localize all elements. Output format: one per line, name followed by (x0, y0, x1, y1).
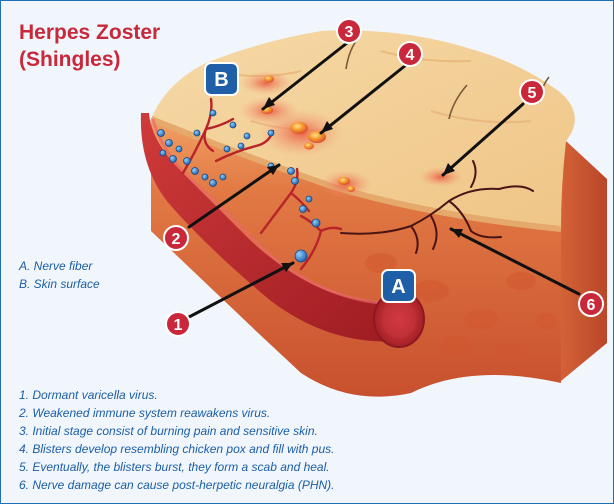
letter-legend: A. Nerve fiber B. Skin surface (19, 257, 100, 293)
svg-text:4: 4 (406, 47, 415, 64)
callout-5: 5 (520, 80, 544, 104)
step-item-1: 1. Dormant varicella virus. (19, 386, 335, 404)
step-item-4: 4. Blisters develop resembling chicken p… (19, 440, 335, 458)
callout-1: 1 (166, 312, 190, 336)
step-item-6: 6. Nerve damage can cause post-herpetic … (19, 476, 335, 494)
marker-b: B (205, 63, 238, 95)
step-item-3: 3. Initial stage consist of burning pain… (19, 422, 335, 440)
title-line-2: (Shingles) (19, 47, 121, 73)
svg-text:2: 2 (172, 231, 181, 248)
callout-2: 2 (164, 226, 188, 250)
title-line-1: Herpes Zoster (19, 20, 160, 46)
legend-item-b: B. Skin surface (19, 275, 100, 293)
callout-3: 3 (337, 19, 361, 43)
svg-text:1: 1 (174, 317, 183, 334)
svg-text:3: 3 (345, 24, 354, 41)
callout-4: 4 (398, 42, 422, 66)
callout-6: 6 (579, 292, 603, 316)
svg-text:6: 6 (587, 297, 596, 314)
step-item-5: 5. Eventually, the blisters burst, they … (19, 458, 335, 476)
svg-text:B: B (214, 69, 228, 91)
svg-text:5: 5 (528, 85, 537, 102)
step-legend: 1. Dormant varicella virus. 2. Weakened … (19, 386, 335, 494)
step-item-2: 2. Weakened immune system reawakens viru… (19, 404, 335, 422)
marker-a: A (382, 270, 415, 302)
svg-text:A: A (391, 276, 405, 298)
legend-item-a: A. Nerve fiber (19, 257, 100, 275)
